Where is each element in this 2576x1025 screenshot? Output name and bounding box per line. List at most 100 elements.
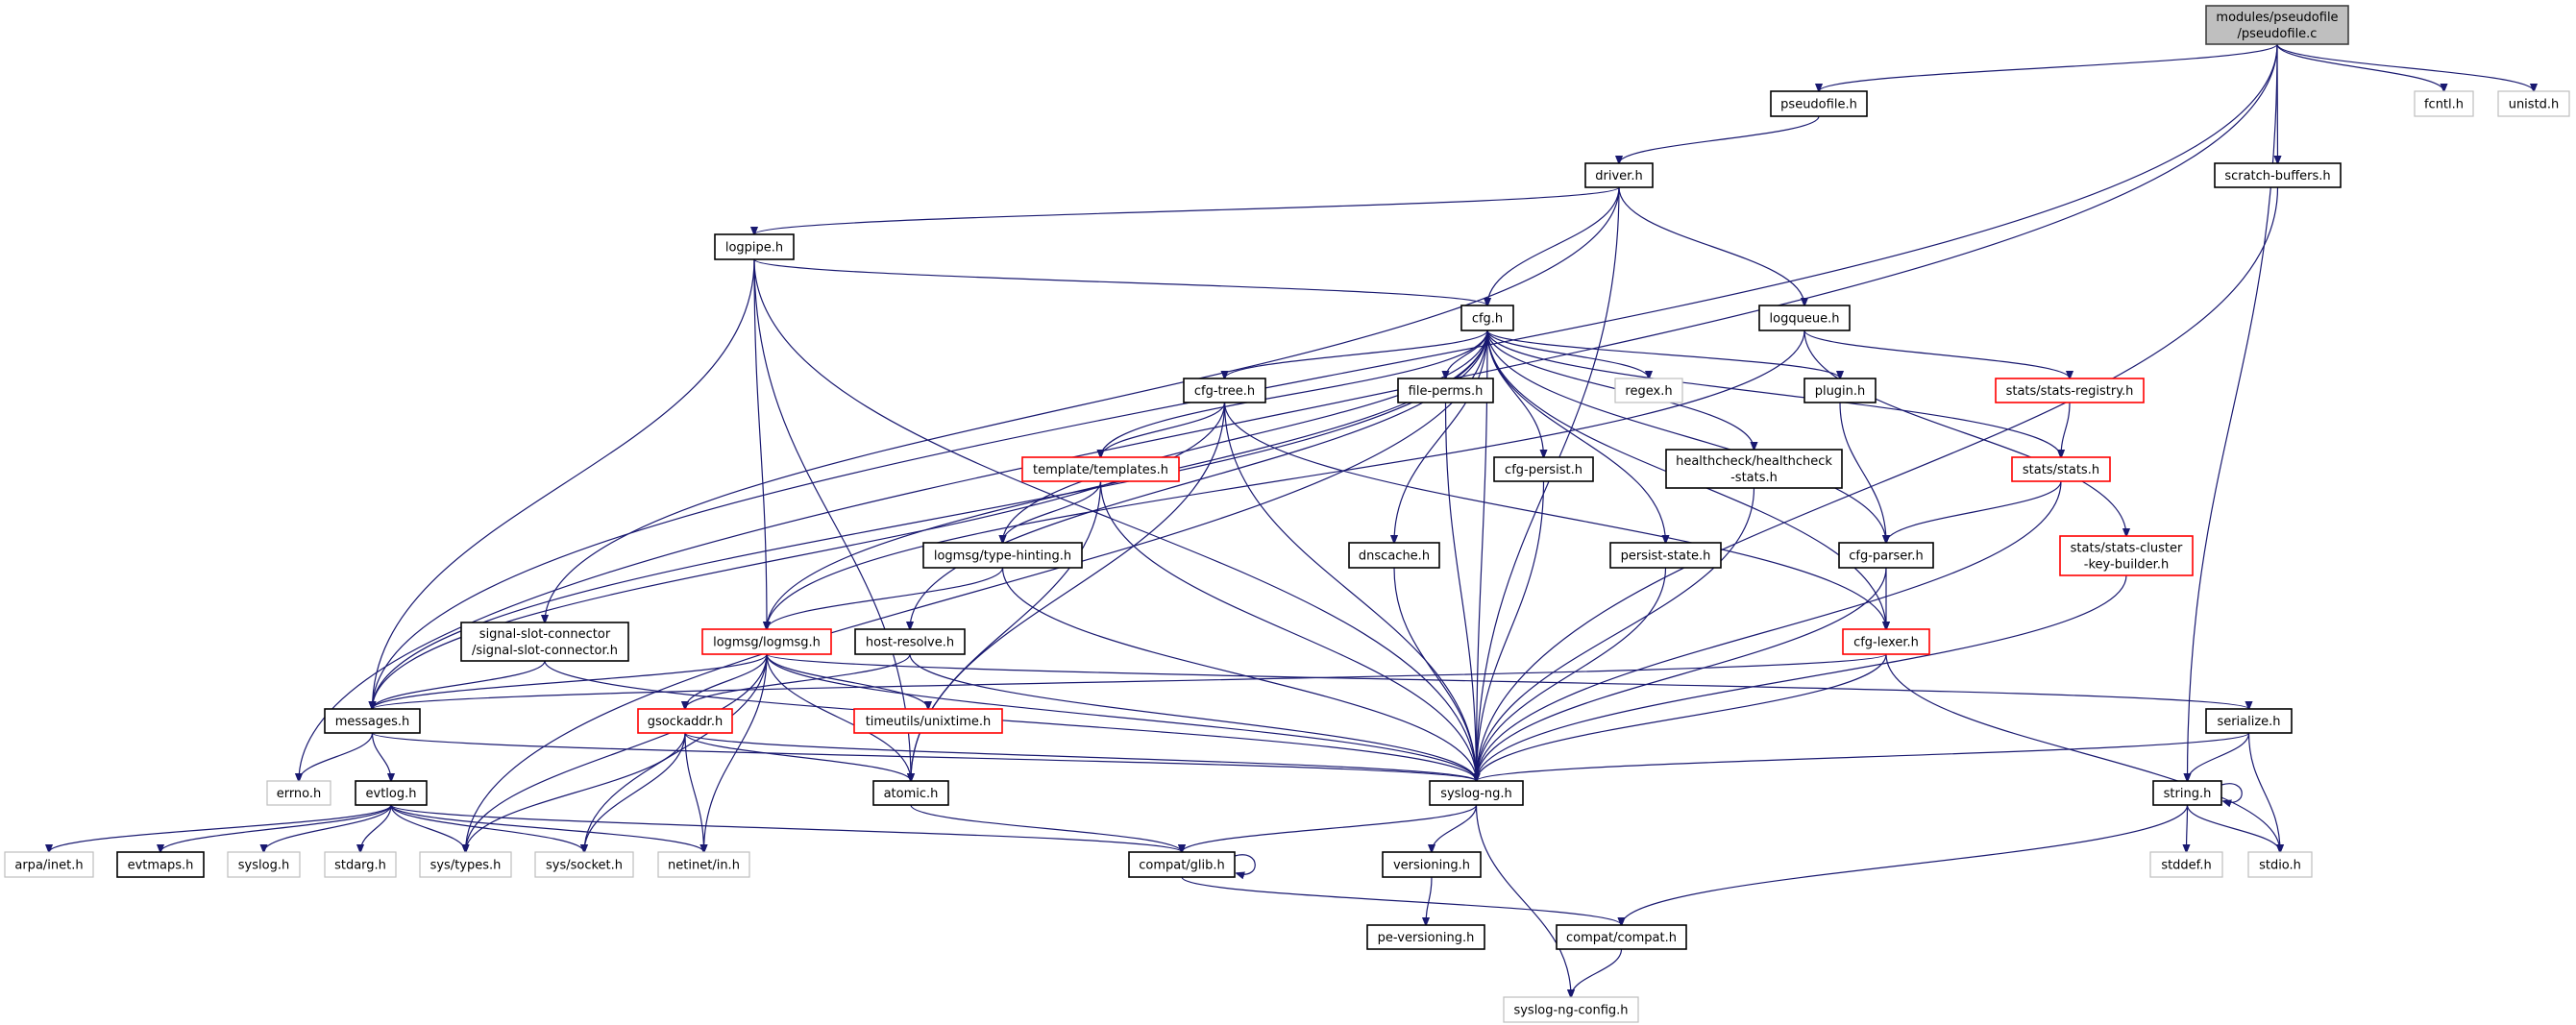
node-cfg-lexer-h[interactable]: cfg-lexer.h [1842, 628, 1930, 655]
node-stats-h[interactable]: stats/stats.h [2011, 456, 2111, 482]
node-box [419, 851, 512, 878]
node-label: logmsg/logmsg.h [713, 636, 821, 650]
node-box [460, 622, 629, 662]
edge-string-h-to-compat-compat-h [1622, 804, 2189, 925]
node-syslog-ng-h[interactable]: syslog-ng.h [1429, 780, 1524, 806]
node-serialize-h[interactable]: serialize.h [2205, 708, 2293, 734]
edge-logmsg-h-to-serialize-h [766, 653, 2249, 709]
edge-evtlog-h-to-stdarg-h [360, 804, 392, 852]
node-atomic-h[interactable]: atomic.h [872, 780, 949, 806]
node-sys-types-h: sys/types.h [419, 851, 512, 878]
node-label: template/templates.h [1033, 463, 1168, 477]
node-box [1366, 924, 1485, 950]
node-label: cfg-lexer.h [1853, 636, 1919, 650]
node-logpipe-h[interactable]: logpipe.h [714, 233, 795, 260]
node-label: pseudofile.h [1780, 98, 1857, 112]
node-box [1838, 542, 1934, 569]
edge-type-hinting-h-to-logmsg-h [767, 567, 1004, 629]
edge-pseudofile-c-to-unistd-h [2276, 43, 2534, 91]
node-logmsg-h[interactable]: logmsg/logmsg.h [701, 628, 832, 655]
edge-driver-h-to-syslog-ng-h [1477, 186, 1620, 781]
node-box [1614, 378, 1683, 403]
edge-cfg-lexer-h-to-stdio-h [1885, 653, 2280, 852]
node-compat-compat-h[interactable]: compat/compat.h [1556, 924, 1687, 950]
node-string-h[interactable]: string.h [2152, 780, 2222, 806]
node-box [1128, 851, 1236, 878]
node-cfg-tree-h[interactable]: cfg-tree.h [1183, 378, 1266, 403]
node-stats-cluster-kb-h[interactable]: stats/stats-cluster-key-builder.h [2059, 535, 2194, 576]
node-label: file-perms.h [1409, 384, 1484, 399]
node-errno-h: errno.h [266, 780, 331, 806]
node-driver-h[interactable]: driver.h [1584, 162, 1654, 188]
node-box [355, 780, 428, 806]
edge-compat-compat-h-to-syslog-ng-config-h [1571, 948, 1623, 997]
node-label: stats/stats.h [2023, 463, 2099, 477]
edge-logmsg-h-to-sys-types-h [466, 653, 768, 852]
node-label: messages.h [335, 715, 410, 729]
node-box [1460, 305, 1514, 331]
node-label: persist-state.h [1621, 549, 1711, 564]
edge-syslog-ng-h-to-versioning-h [1432, 804, 1478, 852]
node-box [1397, 378, 1494, 403]
node-unixtime-h[interactable]: timeutils/unixtime.h [853, 708, 1003, 734]
node-persist-state-h[interactable]: persist-state.h [1609, 542, 1722, 569]
node-unistd-h: unistd.h [2497, 90, 2570, 117]
node-type-hinting-h[interactable]: logmsg/type-hinting.h [922, 542, 1083, 569]
node-scratch-buffers-h[interactable]: scratch-buffers.h [2214, 162, 2342, 188]
node-pseudofile-c[interactable]: modules/pseudofile/pseudofile.c [2205, 5, 2349, 45]
node-pe-versioning-h[interactable]: pe-versioning.h [1366, 924, 1485, 950]
node-host-resolve-h[interactable]: host-resolve.h [854, 628, 966, 655]
node-label: compat/glib.h [1139, 859, 1225, 873]
node-pseudofile-h[interactable]: pseudofile.h [1770, 90, 1868, 117]
node-label: /pseudofile.c [2238, 27, 2318, 41]
node-label: stdio.h [2259, 859, 2301, 873]
edge-cfg-h-to-stats-h [1486, 329, 2061, 457]
node-box [2247, 851, 2313, 878]
node-label: stddef.h [2161, 859, 2211, 873]
nodes-layer: modules/pseudofile/pseudofile.c pseudofil… [4, 5, 2570, 1023]
node-gsockaddr-h[interactable]: gsockaddr.h [637, 708, 733, 734]
node-box [1382, 851, 1482, 878]
edge-evtlog-h-to-sys-types-h [390, 804, 466, 852]
node-box [1803, 378, 1877, 403]
node-logqueue-h[interactable]: logqueue.h [1758, 305, 1851, 331]
edge-string-h-to-stddef-h [2187, 804, 2188, 852]
node-box [2205, 5, 2349, 45]
node-cfg-h[interactable]: cfg.h [1460, 305, 1514, 331]
node-file-perms-h[interactable]: file-perms.h [1397, 378, 1494, 403]
node-label: errno.h [277, 787, 322, 801]
edge-cfg-h-to-dnscache-h [1394, 329, 1488, 543]
edge-serialize-h-to-syslog-ng-h [1477, 732, 2250, 781]
edge-stats-h-to-syslog-ng-h [1477, 480, 2062, 781]
node-templates-h[interactable]: template/templates.h [1021, 456, 1180, 482]
node-label: cfg-tree.h [1194, 384, 1255, 399]
edge-signal-slot-h-to-messages-h [373, 660, 546, 709]
node-label: syslog-ng.h [1440, 787, 1512, 801]
node-cfg-persist-h[interactable]: cfg-persist.h [1493, 456, 1594, 482]
node-regex-h: regex.h [1614, 378, 1683, 403]
edge-healthcheck-h-to-syslog-ng-h [1477, 487, 1755, 781]
node-stats-registry-h[interactable]: stats/stats-registry.h [1995, 378, 2145, 403]
edge-cfg-h-to-regex-h [1486, 329, 1649, 378]
edge-evtlog-h-to-syslog-h [264, 804, 392, 852]
edge-evtlog-h-to-netinet-in-h [390, 804, 704, 852]
node-label: logqueue.h [1770, 312, 1840, 327]
node-versioning-h[interactable]: versioning.h [1382, 851, 1482, 878]
node-label: stats/stats-cluster [2071, 542, 2183, 556]
edge-cfg-h-to-host-resolve-h [910, 329, 1488, 629]
node-signal-slot-h[interactable]: signal-slot-connector/signal-slot-connec… [460, 622, 629, 662]
edge-logmsg-h-to-atomic-h [766, 653, 911, 781]
node-evtmaps-h[interactable]: evtmaps.h [116, 851, 205, 878]
node-healthcheck-h[interactable]: healthcheck/healthcheck-stats.h [1665, 449, 1843, 489]
node-cfg-parser-h[interactable]: cfg-parser.h [1838, 542, 1934, 569]
edge-evtlog-h-to-arpa-inet-h [49, 804, 392, 852]
node-messages-h[interactable]: messages.h [324, 708, 421, 734]
node-compat-glib-h[interactable]: compat/glib.h [1128, 851, 1236, 878]
edge-cfg-h-to-cfg-tree-h [1225, 329, 1488, 378]
node-plugin-h[interactable]: plugin.h [1803, 378, 1877, 403]
node-evtlog-h[interactable]: evtlog.h [355, 780, 428, 806]
node-label: sys/types.h [430, 859, 502, 873]
node-dnscache-h[interactable]: dnscache.h [1348, 542, 1440, 569]
node-box [1183, 378, 1266, 403]
node-box [2414, 90, 2474, 117]
